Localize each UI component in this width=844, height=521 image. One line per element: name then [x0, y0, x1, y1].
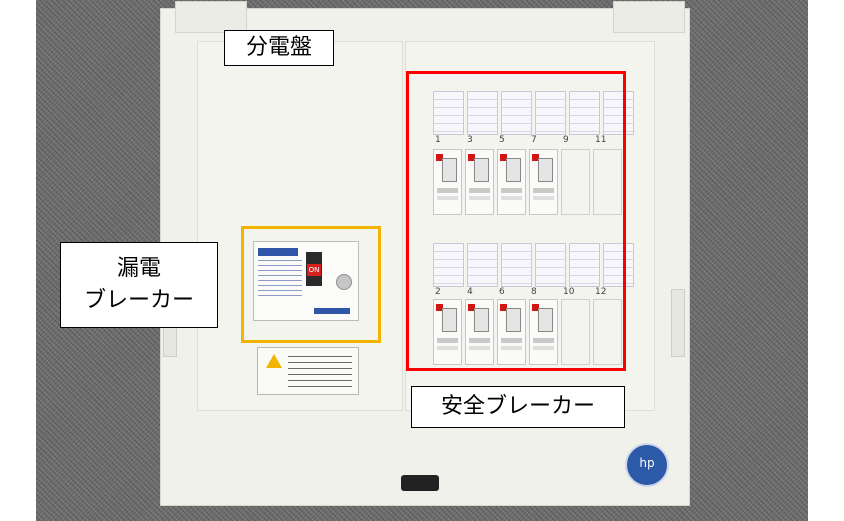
- leak-breaker-label-line2: ブレーカー: [83, 288, 194, 313]
- branch-breaker[interactable]: [497, 299, 526, 365]
- circuit-number: 12: [595, 287, 607, 297]
- empty-slot: [593, 299, 622, 365]
- circuit-number: 8: [531, 287, 537, 297]
- circuit-number: 11: [595, 135, 607, 145]
- leak-breaker-highlight: [241, 226, 381, 343]
- test-button[interactable]: [336, 274, 352, 290]
- seal-text: hp: [639, 456, 655, 470]
- branch-breaker[interactable]: [465, 299, 494, 365]
- circuit-number: 1: [435, 135, 441, 145]
- circuit-number: 10: [563, 287, 575, 297]
- circuit-number: 9: [563, 135, 569, 145]
- safety-breaker-label: 安全ブレーカー: [411, 386, 625, 428]
- side-clip-right: [671, 289, 685, 357]
- circuit-number: 2: [435, 287, 441, 297]
- empty-slot: [593, 149, 622, 215]
- lock-slot: [401, 475, 439, 491]
- circuit-number: 4: [467, 287, 473, 297]
- top-circuit-numbers: 1 3 5 7 9 11: [433, 135, 622, 145]
- branch-breaker[interactable]: [529, 299, 558, 365]
- empty-slot: [561, 149, 590, 215]
- leak-breaker-label-line1: 漏電: [116, 256, 161, 281]
- circuit-number: 5: [499, 135, 505, 145]
- certification-seal-icon: hp: [625, 443, 669, 487]
- branch-breaker[interactable]: [433, 299, 462, 365]
- panel-title-label: 分電盤: [224, 30, 334, 66]
- warning-triangle-icon: [266, 354, 282, 368]
- earth-leakage-breaker-device: ON: [253, 241, 359, 321]
- empty-slot: [561, 299, 590, 365]
- leak-breaker-label: 漏電 ブレーカー: [60, 242, 218, 328]
- on-indicator: ON: [307, 264, 321, 276]
- bottom-label-strips: [433, 243, 634, 287]
- top-label-strips: [433, 91, 634, 135]
- branch-breaker[interactable]: [497, 149, 526, 215]
- bottom-breaker-row: [433, 299, 622, 365]
- lid-hinge-right: [613, 1, 685, 33]
- branch-breaker[interactable]: [465, 149, 494, 215]
- bottom-circuit-numbers: 2 4 6 8 10 12: [433, 287, 622, 297]
- circuit-number: 7: [531, 135, 537, 145]
- distribution-panel: 1 3 5 7 9 11 2 4 6 8 10 12: [160, 1, 690, 506]
- branch-breaker[interactable]: [529, 149, 558, 215]
- branch-breaker[interactable]: [433, 149, 462, 215]
- circuit-number: 6: [499, 287, 505, 297]
- circuit-number: 3: [467, 135, 473, 145]
- warning-label: [257, 347, 359, 395]
- safety-breaker-highlight: [406, 71, 626, 371]
- lid-hinge-left: [175, 1, 247, 33]
- top-breaker-row: [433, 149, 622, 215]
- distribution-board-photo: 1 3 5 7 9 11 2 4 6 8 10 12: [36, 0, 808, 521]
